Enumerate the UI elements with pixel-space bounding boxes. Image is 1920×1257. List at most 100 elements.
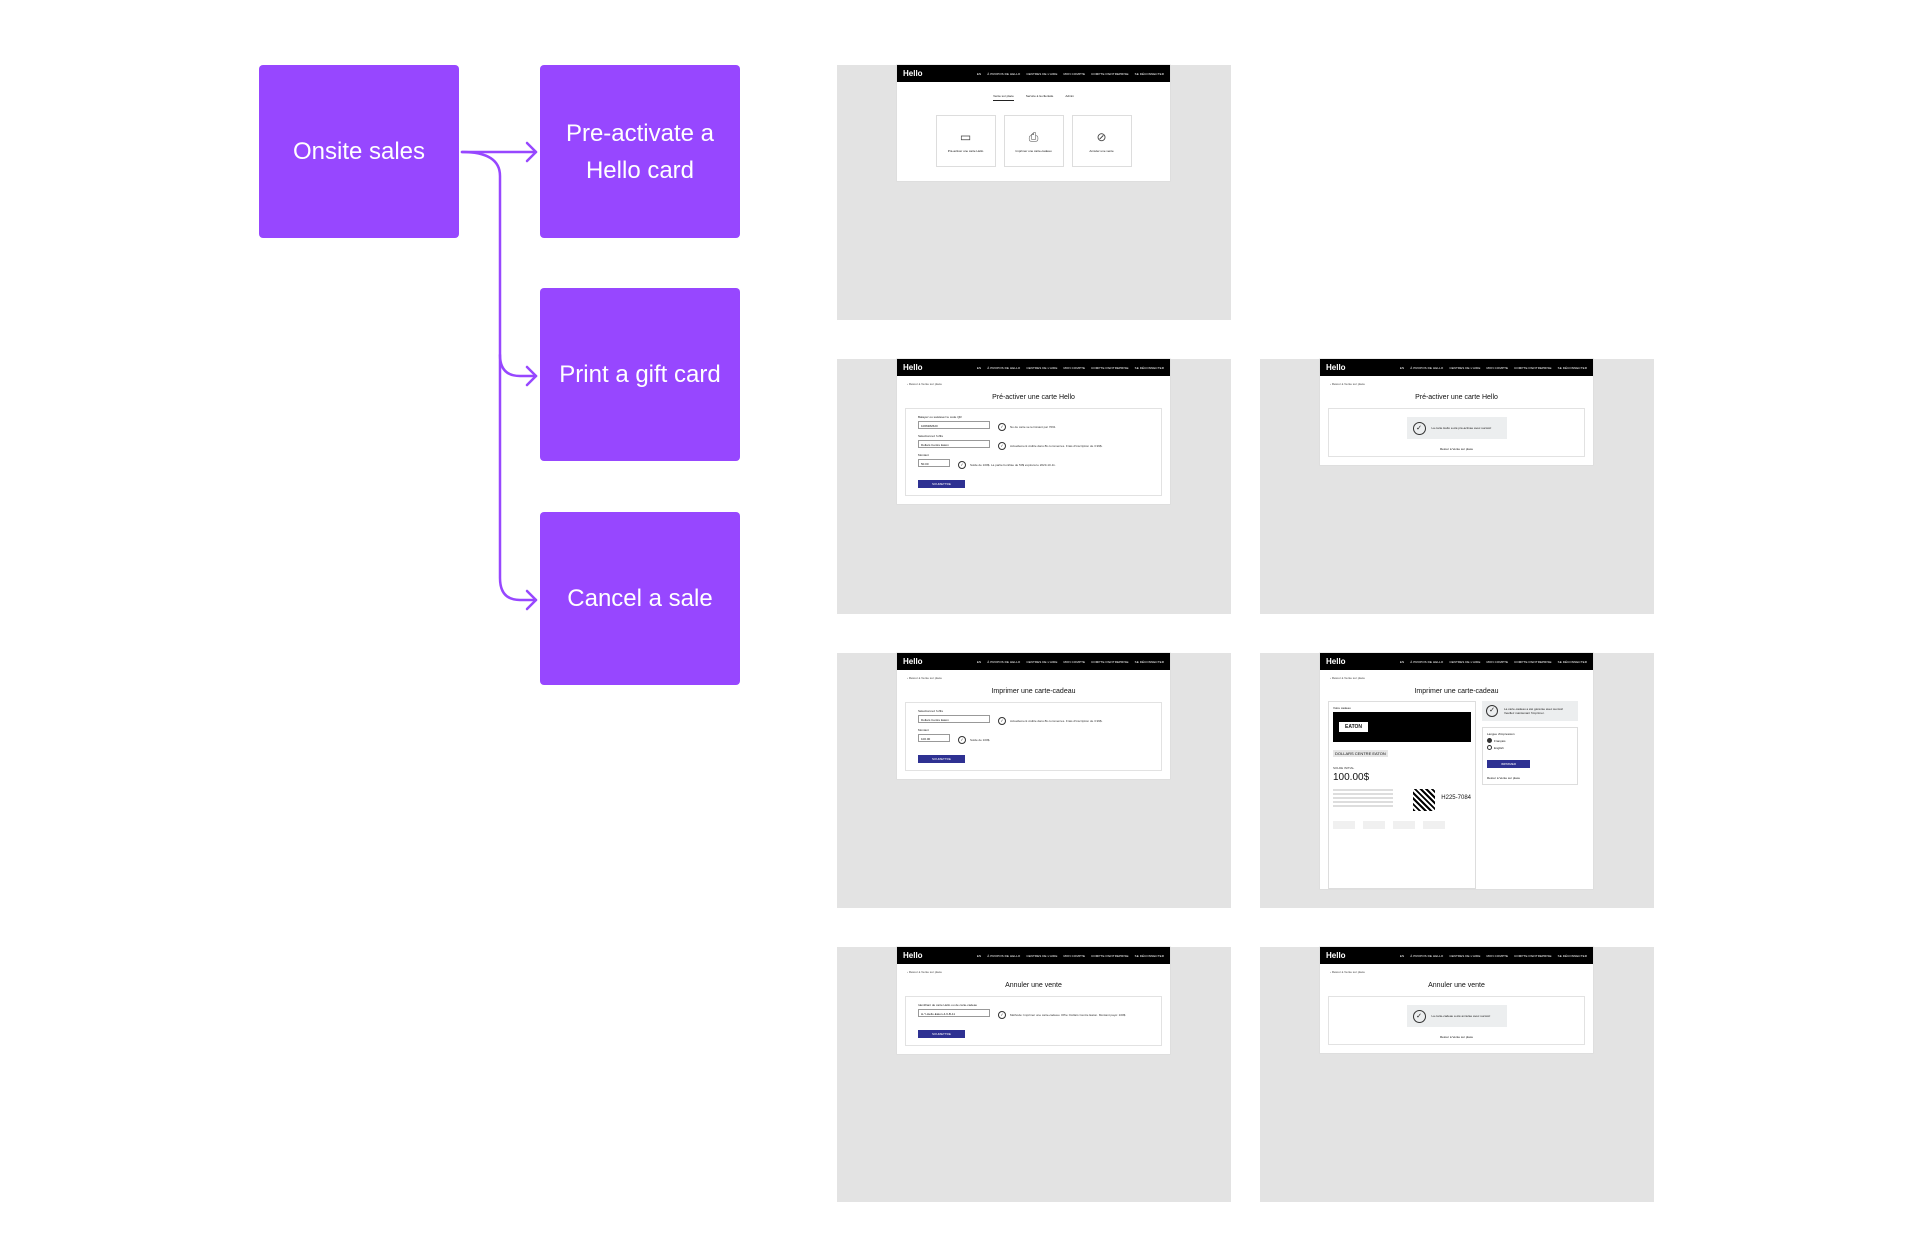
nav-about[interactable]: À PROPOS DE HELLO xyxy=(1410,365,1444,370)
nav-business[interactable]: COMPTE D'ENTREPRISE xyxy=(1091,71,1129,76)
success-message: La carte Hello a été pré-activée avec su… xyxy=(1431,426,1492,430)
back-link-label[interactable]: Retour à Vente sur place xyxy=(908,676,942,680)
back-link[interactable]: ‹ Retour à Vente sur place xyxy=(1330,970,1365,974)
back-link-label[interactable]: Retour à Vente sur place xyxy=(1331,382,1365,386)
check-icon: ✓ xyxy=(958,736,966,744)
nav-business[interactable]: COMPTE D'ENTREPRISE xyxy=(1514,953,1552,958)
frame-cancel: Hello EN À PROPOS DE HELLO CENTRES DE L'… xyxy=(837,947,1231,1202)
nav-business[interactable]: COMPTE D'ENTREPRISE xyxy=(1091,659,1129,664)
nav-lang[interactable]: EN xyxy=(976,953,982,958)
return-link[interactable]: Retour à Vente sur place xyxy=(1487,776,1521,780)
back-link[interactable]: ‹ Retour à Vente sur place xyxy=(907,382,942,386)
nav-about[interactable]: À PROPOS DE HELLO xyxy=(987,365,1021,370)
nav-account[interactable]: MON COMPTE xyxy=(1486,953,1509,958)
tab-onsite-sales[interactable]: Vente sur place xyxy=(993,94,1014,101)
nav-business[interactable]: COMPTE D'ENTREPRISE xyxy=(1091,365,1129,370)
back-link[interactable]: ‹ Retour à Vente sur place xyxy=(907,970,942,974)
page-title: Pré-activer une carte Hello xyxy=(992,394,1075,401)
radio-french[interactable]: Français xyxy=(1487,738,1573,743)
check-circle-icon: ✓ xyxy=(1412,421,1426,435)
nav-business[interactable]: COMPTE D'ENTREPRISE xyxy=(1514,365,1552,370)
nav-logout[interactable]: SE DÉCONNECTER xyxy=(1557,659,1587,664)
nav-help[interactable]: CENTRES DE L'AIDE xyxy=(1449,659,1481,664)
nav-account[interactable]: MON COMPTE xyxy=(1063,71,1086,76)
top-nav: Hello EN À PROPOS DE HELLO CENTRES DE L'… xyxy=(1320,653,1593,670)
back-link-label[interactable]: Retour à Vente sur place xyxy=(908,970,942,974)
back-link[interactable]: ‹ Retour à Vente sur place xyxy=(1330,382,1365,386)
tab-customer-service[interactable]: Service à la clientèle xyxy=(1025,94,1054,98)
nav-lang[interactable]: EN xyxy=(1399,953,1405,958)
hello-logo[interactable]: Hello xyxy=(903,69,923,78)
submit-button[interactable]: SOUMETTRE xyxy=(918,755,965,763)
tile-print[interactable]: ⎙ Imprimer une carte-cadeau xyxy=(1003,115,1064,167)
print-button[interactable]: IMPRIMER xyxy=(1487,760,1530,768)
hello-logo[interactable]: Hello xyxy=(1326,363,1346,372)
nav-help[interactable]: CENTRES DE L'AIDE xyxy=(1449,365,1481,370)
nav-logout[interactable]: SE DÉCONNECTER xyxy=(1557,953,1587,958)
nav-lang[interactable]: EN xyxy=(1399,659,1405,664)
nav-help[interactable]: CENTRES DE L'AIDE xyxy=(1026,659,1058,664)
nav-account[interactable]: MON COMPTE xyxy=(1486,365,1509,370)
check-icon: ✓ xyxy=(998,717,1006,725)
return-link[interactable]: Retour à Vente sur place xyxy=(1439,1035,1474,1039)
nav-business[interactable]: COMPTE D'ENTREPRISE xyxy=(1091,953,1129,958)
back-link-label[interactable]: Retour à Vente sur place xyxy=(1331,676,1365,680)
nav-about[interactable]: À PROPOS DE HELLO xyxy=(987,71,1021,76)
back-link[interactable]: ‹ Retour à Vente sur place xyxy=(907,676,942,680)
tab-bar: Vente sur place Service à la clientèle A… xyxy=(897,94,1170,101)
flow-node-onsite-sales: Onsite sales xyxy=(259,65,459,238)
flow-node-print-gift-card: Print a gift card xyxy=(540,288,740,461)
nav-help[interactable]: CENTRES DE L'AIDE xyxy=(1026,953,1058,958)
hello-logo[interactable]: Hello xyxy=(903,363,923,372)
card-id-input[interactable]: H-Y-Hello-Eaton-4-6-B-11 xyxy=(918,1009,990,1017)
offer-select[interactable]: Dollars Centre Eaton xyxy=(918,715,990,723)
nav-help[interactable]: CENTRES DE L'AIDE xyxy=(1449,953,1481,958)
offer-select[interactable]: Dollars Centre Eaton xyxy=(918,440,990,448)
hello-logo[interactable]: Hello xyxy=(903,657,923,666)
nav-about[interactable]: À PROPOS DE HELLO xyxy=(1410,953,1444,958)
qr-code-input[interactable]: 1066382620 xyxy=(918,421,990,429)
check-icon: ✓ xyxy=(998,423,1006,431)
nav-logout[interactable]: SE DÉCONNECTER xyxy=(1134,71,1164,76)
usage-steps xyxy=(1333,821,1471,829)
back-link[interactable]: ‹ Retour à Vente sur place xyxy=(1330,676,1365,680)
nav-logout[interactable]: SE DÉCONNECTER xyxy=(1557,365,1587,370)
submit-button[interactable]: SOUMETTRE xyxy=(918,480,965,488)
hello-logo[interactable]: Hello xyxy=(903,951,923,960)
frame-cancel-success: Hello EN À PROPOS DE HELLO CENTRES DE L'… xyxy=(1260,947,1654,1202)
nav-account[interactable]: MON COMPTE xyxy=(1063,953,1086,958)
radio-english[interactable]: English xyxy=(1487,745,1573,750)
back-link-label[interactable]: Retour à Vente sur place xyxy=(1331,970,1365,974)
offer-label: Sélectionnez l'offre xyxy=(918,709,944,713)
card-icon: ▭ xyxy=(959,129,972,144)
hello-logo[interactable]: Hello xyxy=(1326,657,1346,666)
nav-account[interactable]: MON COMPTE xyxy=(1063,659,1086,664)
tab-admin[interactable]: Admin xyxy=(1065,94,1074,98)
tile-preactivate[interactable]: ▭ Pré-activer une carte Hello xyxy=(935,115,996,167)
return-link[interactable]: Retour à Vente sur place xyxy=(1439,447,1474,451)
nav-logout[interactable]: SE DÉCONNECTER xyxy=(1134,365,1164,370)
nav-lang[interactable]: EN xyxy=(976,659,982,664)
nav-help[interactable]: CENTRES DE L'AIDE xyxy=(1026,71,1058,76)
nav-account[interactable]: MON COMPTE xyxy=(1063,365,1086,370)
nav-about[interactable]: À PROPOS DE HELLO xyxy=(1410,659,1444,664)
amount-input[interactable]: 50.00 xyxy=(918,459,950,467)
amount-label: Montant xyxy=(918,453,929,457)
tile-label: Pré-activer une carte Hello xyxy=(947,148,984,153)
hello-logo[interactable]: Hello xyxy=(1326,951,1346,960)
nav-lang[interactable]: EN xyxy=(976,71,982,76)
nav-lang[interactable]: EN xyxy=(976,365,982,370)
nav-logout[interactable]: SE DÉCONNECTER xyxy=(1134,953,1164,958)
nav-logout[interactable]: SE DÉCONNECTER xyxy=(1134,659,1164,664)
nav-account[interactable]: MON COMPTE xyxy=(1486,659,1509,664)
nav-lang[interactable]: EN xyxy=(1399,365,1405,370)
nav-about[interactable]: À PROPOS DE HELLO xyxy=(987,659,1021,664)
nav-help[interactable]: CENTRES DE L'AIDE xyxy=(1026,365,1058,370)
back-link-label[interactable]: Retour à Vente sur place xyxy=(908,382,942,386)
tile-cancel[interactable]: ⊘ Annuler une vente xyxy=(1071,115,1132,167)
amount-input[interactable]: 100.00 xyxy=(918,734,950,742)
submit-button[interactable]: SOUMETTRE xyxy=(918,1030,965,1038)
nav-business[interactable]: COMPTE D'ENTREPRISE xyxy=(1514,659,1552,664)
nav-about[interactable]: À PROPOS DE HELLO xyxy=(987,953,1021,958)
form-card: Sélectionnez l'offre Dollars Centre Eato… xyxy=(905,702,1162,771)
